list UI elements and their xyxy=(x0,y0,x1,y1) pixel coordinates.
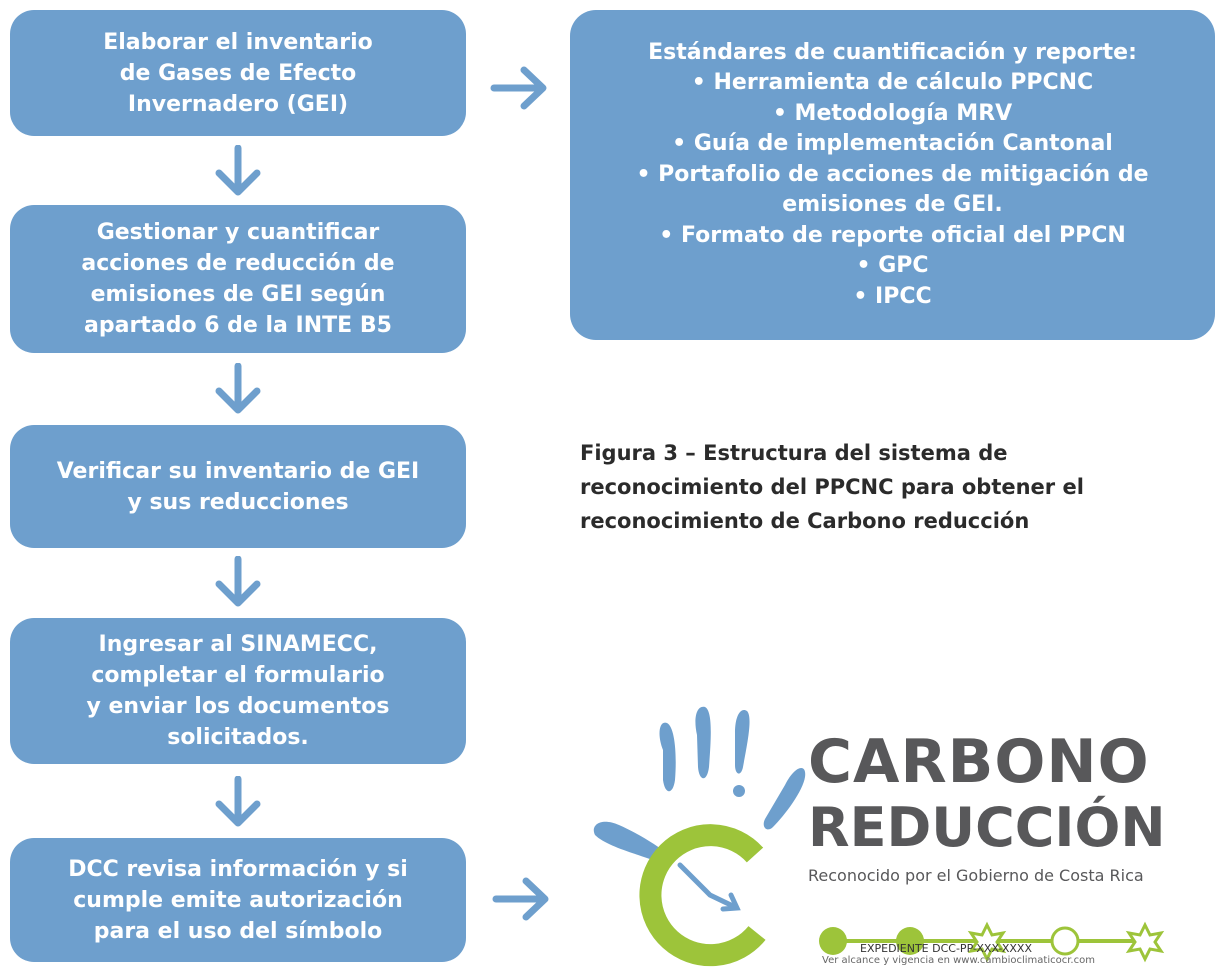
standards-item-continued: emisiones de GEI. xyxy=(782,192,1003,218)
standards-item: • Herramienta de cálculo PPCNC xyxy=(691,70,1094,96)
step-5-box: DCC revisa información y si cumple emite… xyxy=(10,838,466,962)
caption-line-3: reconocimiento de Carbono reducción xyxy=(580,509,1030,533)
step-4-box: Ingresar al SINAMECC, completar el formu… xyxy=(10,618,466,764)
step-2-line-4: apartado 6 de la INTE B5 xyxy=(84,313,392,338)
step-5-line-3: para el uso del símbolo xyxy=(93,918,383,944)
logo-expediente: EXPEDIENTE DCC-PP-XXX-XXXX xyxy=(860,942,1032,955)
arrow-right-icon xyxy=(492,877,549,921)
step-1-line-1: Elaborar el inventario xyxy=(103,29,373,55)
caption-line-2: reconocimiento del PPCNC para obtener el xyxy=(580,475,1084,499)
standards-heading: Estándares de cuantificación y reporte: xyxy=(648,39,1137,65)
step-2-box: Gestionar y cuantificar acciones de redu… xyxy=(10,205,466,353)
caption-line-1: Figura 3 – Estructura del sistema de xyxy=(580,441,1008,465)
standards-item: • Formato de reporte oficial del PPCN xyxy=(659,222,1126,248)
figure-caption: Figura 3 – Estructura del sistema de rec… xyxy=(580,436,1100,538)
step-5-line-2: cumple emite autorización xyxy=(73,887,403,913)
logo-word-carbono: CARBONO xyxy=(808,727,1150,797)
standards-box: Estándares de cuantificación y reporte: … xyxy=(570,10,1215,340)
rating-indicator xyxy=(819,921,1165,963)
step-2-line-2: acciones de reducción de xyxy=(81,251,395,276)
carbono-reduccion-logo xyxy=(593,706,1165,967)
logo-wordmark: CARBONO REDUCCIÓN Reconocido por el Gobi… xyxy=(808,727,1166,885)
green-arc-icon xyxy=(639,824,766,967)
standards-item: • Guía de implementación Cantonal xyxy=(672,131,1113,157)
arrow-down-icon xyxy=(215,556,261,607)
standards-item: • IPCC xyxy=(853,283,932,309)
standards-item: • GPC xyxy=(856,253,929,279)
standards-item: • Portafolio de acciones de mitigación d… xyxy=(636,161,1149,187)
step-3-line-1: Verificar su inventario de GEI xyxy=(56,458,420,484)
step-4-line-1: Ingresar al SINAMECC, xyxy=(98,632,378,657)
step-2-line-3: emisiones de GEI según xyxy=(90,282,386,307)
step-5-line-1: DCC revisa información y si xyxy=(68,856,408,882)
logo-word-reduccion: REDUCCIÓN xyxy=(808,796,1166,859)
step-4-line-3: y enviar los documentos xyxy=(86,694,390,719)
step-1-line-3: Invernadero (GEI) xyxy=(127,91,349,117)
hand-icon xyxy=(593,706,806,865)
standards-item: • Metodología MRV xyxy=(772,100,1013,126)
arrow-right-icon xyxy=(490,66,547,110)
step-1-box: Elaborar el inventario de Gases de Efect… xyxy=(10,10,466,136)
step-4-line-2: completar el formulario xyxy=(91,663,385,688)
arrow-down-icon xyxy=(215,145,261,196)
step-1-line-2: de Gases de Efecto xyxy=(119,60,357,86)
logo-recognized-text: Reconocido por el Gobierno de Costa Rica xyxy=(808,866,1144,885)
step-4-line-4: solicitados. xyxy=(167,725,309,750)
arrow-down-icon xyxy=(215,363,261,414)
step-3-box: Verificar su inventario de GEI y sus red… xyxy=(10,425,466,548)
logo-alcance: Ver alcance y vigencia en www.cambioclim… xyxy=(822,955,1095,966)
step-2-line-1: Gestionar y cuantificar xyxy=(96,220,380,245)
trend-down-icon xyxy=(677,862,741,912)
step-3-line-2: y sus reducciones xyxy=(127,489,349,515)
arrow-down-icon xyxy=(215,776,261,827)
